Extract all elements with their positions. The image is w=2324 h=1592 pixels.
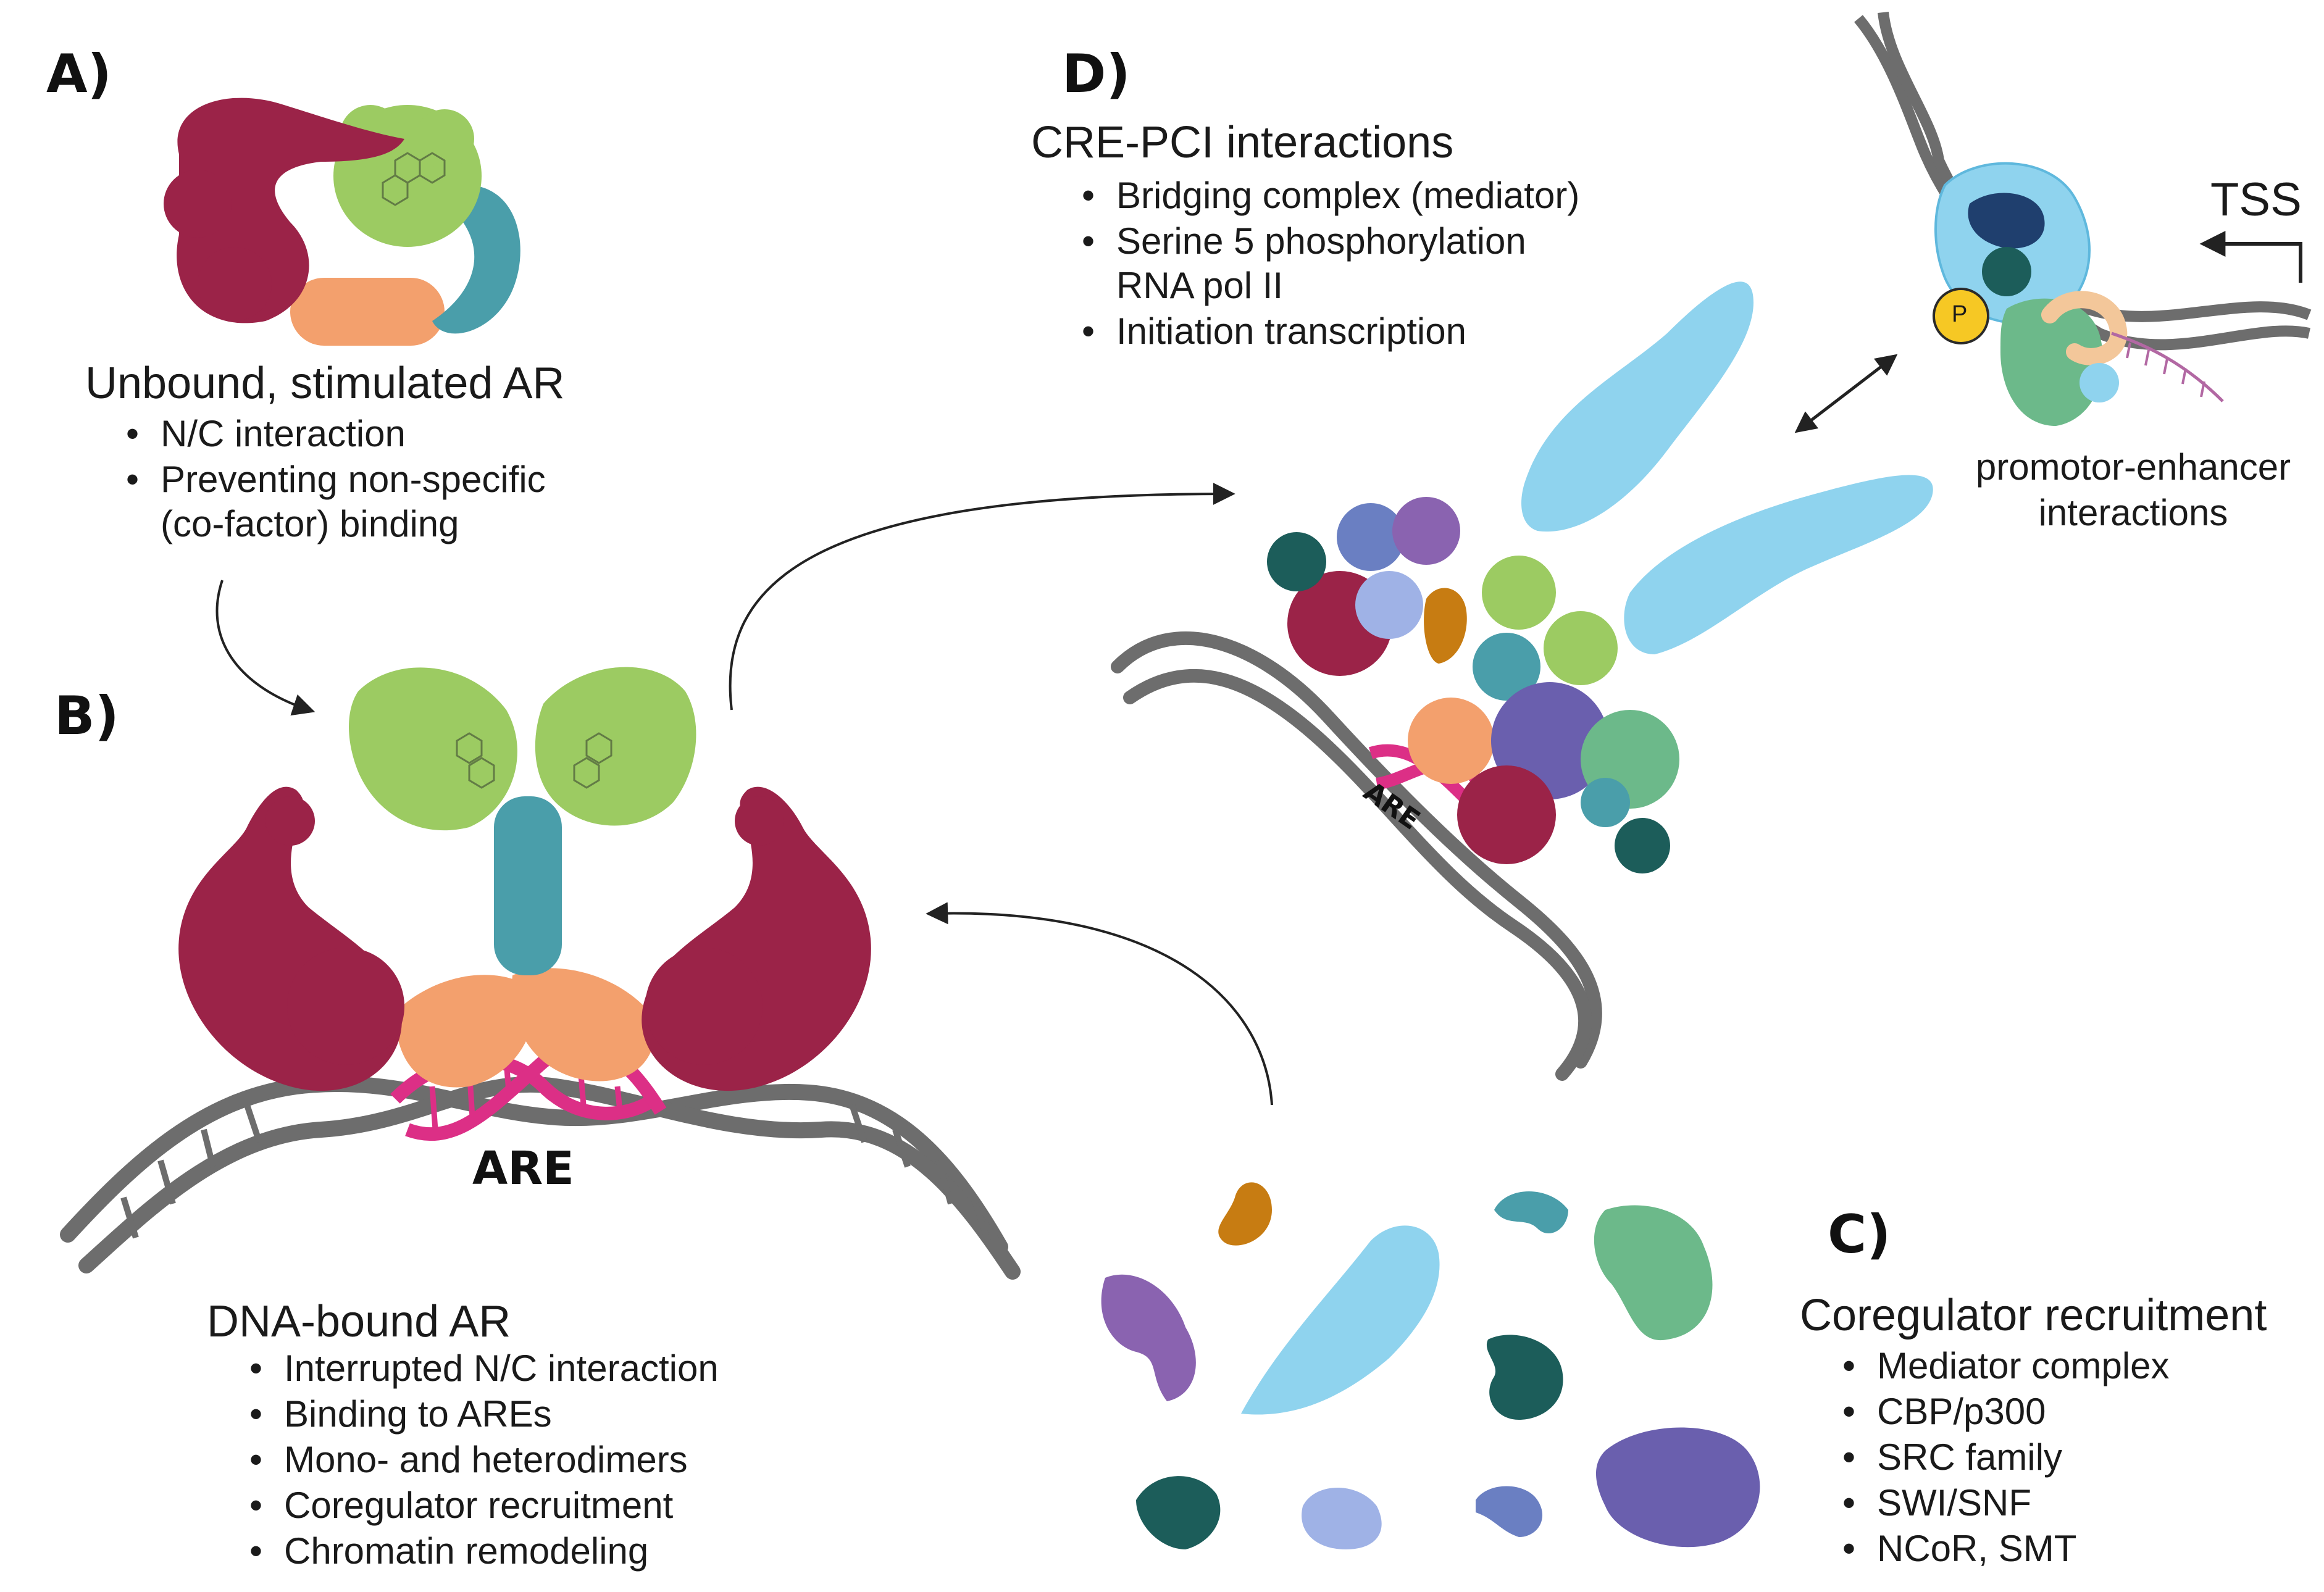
promoter-enhancer-note: promotor-enhancer interactions [1957,444,2309,536]
panel-d-bullets-last: Initiation transcription [1073,309,1466,354]
tss-label: TSS [2210,173,2302,226]
panel-d-label: D) [1062,43,1131,105]
panel-c-item: Mediator complex [1834,1343,2170,1389]
panel-c-bullets: Mediator complex CBP/p300 SRC family SWI… [1834,1343,2170,1572]
panel-c-title: Coregulator recruitment [1800,1291,2267,1340]
coregulator-set [1101,1182,1760,1549]
panel-a-bullets: N/C interaction Preventing non-specific [117,411,546,502]
panel-d-item-continued: RNA pol II [1116,265,1284,306]
promoter-inset [1854,11,2312,426]
panel-b-item: Coregulator recruitment [241,1483,719,1528]
panel-b-item: Binding to AREs [241,1391,719,1437]
panel-c-item: SRC family [1834,1435,2170,1480]
bidirectional-arrow [1794,354,1898,433]
panel-b-item: Chromatin remodeling [241,1528,719,1574]
are-label-b: ARE [472,1142,574,1195]
panel-d-title: CRE-PCI interactions [1031,118,1454,167]
panel-d-bullets: Bridging complex (mediator) Serine 5 pho… [1073,173,1579,264]
panel-b-label: B) [54,685,119,747]
arrow-c-to-b [926,902,1273,1106]
panel-d-item: Initiation transcription [1073,309,1466,354]
panel-b-item: Mono- and heterodimers [241,1437,719,1483]
panel-a-item: N/C interaction [117,411,546,457]
panel-b-item: Interrupted N/C interaction [241,1346,719,1391]
panel-a-item: Preventing non-specific [117,457,546,502]
panel-c-item: NCoR, SMT [1834,1526,2170,1572]
panel-d-item: Serine 5 phosphorylation [1073,219,1579,264]
panel-d-item: Bridging complex (mediator) [1073,173,1579,219]
tss-arrow [2199,231,2302,283]
mediator-complex-cluster [1267,281,1933,873]
panel-c-label: C) [1828,1204,1891,1265]
promoter-note-line2: interactions [2038,492,2228,533]
panel-a-item-continued: (co-factor) binding [161,503,459,544]
panel-b-title: DNA-bound AR [207,1297,511,1346]
promoter-note-line1: promotor-enhancer [1975,446,2291,488]
unbound-ar-illustration [164,98,520,346]
panel-c-item: CBP/p300 [1834,1389,2170,1435]
arrow-b-to-d [729,483,1235,711]
ar-dimer-illustration [178,667,871,1091]
panel-c-item: SWI/SNF [1834,1480,2170,1526]
androgen-ligand-icon [382,152,446,206]
phosphate-icon [1933,288,1989,344]
panel-a-title: Unbound, stimulated AR [85,359,565,408]
phosphate-label: P [1952,301,1968,327]
panel-a-label: A) [46,43,112,105]
arrow-a-to-b [215,580,316,716]
panel-b-bullets: Interrupted N/C interaction Binding to A… [241,1346,719,1574]
